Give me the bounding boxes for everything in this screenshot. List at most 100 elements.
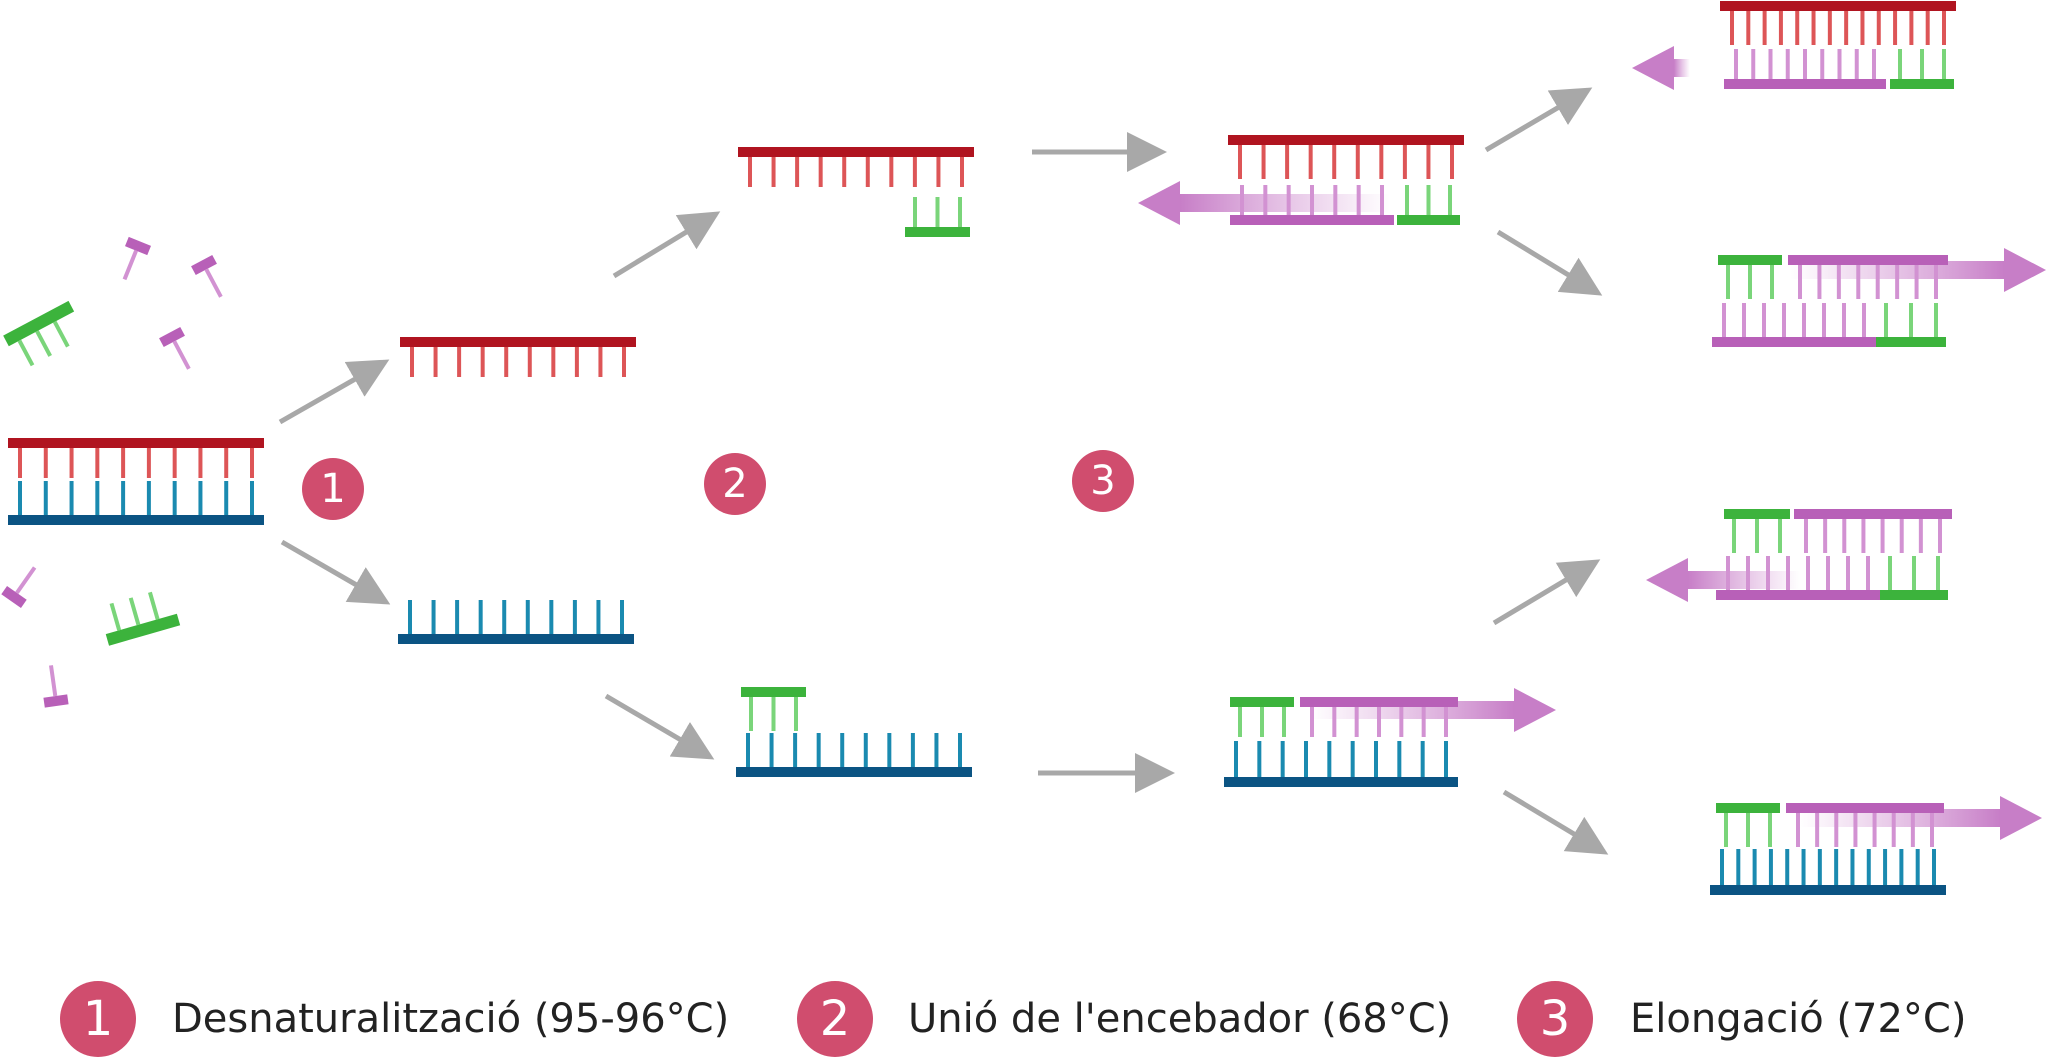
annealed-bottom-primer <box>741 687 806 731</box>
growth-arrow-left <box>1646 558 1800 602</box>
primer-stem <box>172 340 191 370</box>
growth-shaft <box>1674 59 1690 77</box>
template-bottom-strand <box>8 481 264 525</box>
strand-backbone <box>741 687 806 697</box>
free-green-primer <box>3 300 75 367</box>
flow-arrow <box>1496 229 1603 296</box>
primer-backbone <box>3 300 75 347</box>
step-badge-1: 1 <box>302 458 364 520</box>
elong-top-template <box>1228 135 1464 179</box>
legend-badge-1: 1 <box>60 981 136 1057</box>
strand-backbone <box>905 227 970 237</box>
primer-stem <box>122 249 138 281</box>
free-purple-primer <box>122 236 151 281</box>
strand-backbone <box>1716 590 1880 600</box>
growth-shaft <box>1688 571 1800 589</box>
free-purple-primer <box>1 566 37 608</box>
strand-backbone <box>1880 590 1948 600</box>
copy3-template <box>1716 556 1880 600</box>
growth-head <box>1138 181 1180 225</box>
elong-top-primer <box>1397 185 1460 225</box>
primer-stem <box>15 566 37 595</box>
primer-backbone <box>105 613 181 646</box>
copy3-primer <box>1724 509 1790 553</box>
primer-stem <box>49 665 58 697</box>
strand-backbone <box>1786 803 1944 813</box>
strand-backbone <box>1716 803 1780 813</box>
free-purple-primer <box>159 326 191 370</box>
denatured-bottom-strand <box>398 600 634 644</box>
primer-base <box>109 602 122 631</box>
flow-arrow <box>280 539 391 605</box>
flow-arrow <box>1492 559 1601 626</box>
step-number: 3 <box>1539 991 1571 1047</box>
legend-label-elongation: Elongació (72°C) <box>1630 996 1967 1042</box>
strand-backbone <box>1230 215 1394 225</box>
strand-backbone <box>400 337 636 347</box>
legend-badge-3: 3 <box>1517 981 1593 1057</box>
copy4-template <box>1710 849 1946 895</box>
primer-cap <box>43 694 69 708</box>
growth-head <box>1646 558 1688 602</box>
annealed-top-primer <box>905 197 970 237</box>
copy2-new-strand <box>1788 255 1948 299</box>
strand-backbone <box>1724 79 1886 89</box>
elong-bottom-template <box>1224 741 1458 787</box>
copy2-template <box>1712 303 1876 347</box>
primer-cap <box>159 326 185 348</box>
step-number: 1 <box>82 991 114 1047</box>
annealed-bottom-template <box>736 733 972 777</box>
copy3-new-strand <box>1794 509 1952 553</box>
strand-backbone <box>1228 135 1464 145</box>
template-top-strand <box>8 438 264 478</box>
strand-backbone <box>1718 255 1782 265</box>
growth-shaft <box>1800 809 2000 827</box>
step-number: 2 <box>819 991 851 1047</box>
copy2-primer <box>1718 255 1782 299</box>
legend-badge-2: 2 <box>797 981 873 1057</box>
denatured-top-strand <box>400 337 636 377</box>
elong-top-new-strand <box>1230 185 1394 225</box>
flow-arrow <box>278 359 390 425</box>
legend-label-denaturation: Desnaturalització (95-96°C) <box>172 996 730 1042</box>
flow-arrow <box>604 693 715 760</box>
copy4-primer <box>1716 803 1780 847</box>
step-badge-3: 3 <box>1072 450 1134 512</box>
growth-head <box>2004 248 2046 292</box>
primer-stem <box>204 268 223 298</box>
free-primers <box>1 236 223 708</box>
strand-backbone <box>1720 1 1956 11</box>
primer-base <box>17 339 35 367</box>
growth-arrow-left <box>1138 181 1390 225</box>
strand-backbone <box>1710 885 1946 895</box>
copy4-new-strand <box>1786 803 1944 847</box>
strand-backbone <box>736 767 972 777</box>
primer-cap <box>125 236 151 256</box>
growth-arrow-right <box>1800 796 2042 840</box>
legend-label-annealing: Unió de l'encebador (68°C) <box>908 996 1452 1042</box>
copy1-new-strand <box>1724 49 1886 89</box>
strand-backbone <box>1788 255 1948 265</box>
strand-backbone <box>398 634 634 644</box>
strand-backbone <box>1712 337 1876 347</box>
growth-arrow-left <box>1632 46 1690 90</box>
elong-bottom-primer <box>1230 697 1294 737</box>
step-badge-2: 2 <box>704 453 766 515</box>
strand-backbone <box>1890 79 1954 89</box>
strand-backbone <box>1300 697 1458 707</box>
growth-arrow-right <box>1310 688 1556 732</box>
growth-head <box>2000 796 2042 840</box>
primer-base <box>128 597 141 626</box>
growth-head <box>1632 46 1674 90</box>
primer-base <box>52 320 70 348</box>
growth-head <box>1514 688 1556 732</box>
copy2-template-primer <box>1876 303 1946 347</box>
annealed-top-template <box>738 147 974 187</box>
strand-backbone <box>1230 697 1294 707</box>
free-purple-primer <box>43 665 69 708</box>
primer-base <box>35 330 52 357</box>
strand-backbone <box>8 515 264 525</box>
free-purple-primer <box>191 254 223 298</box>
strand-backbone <box>8 438 264 448</box>
